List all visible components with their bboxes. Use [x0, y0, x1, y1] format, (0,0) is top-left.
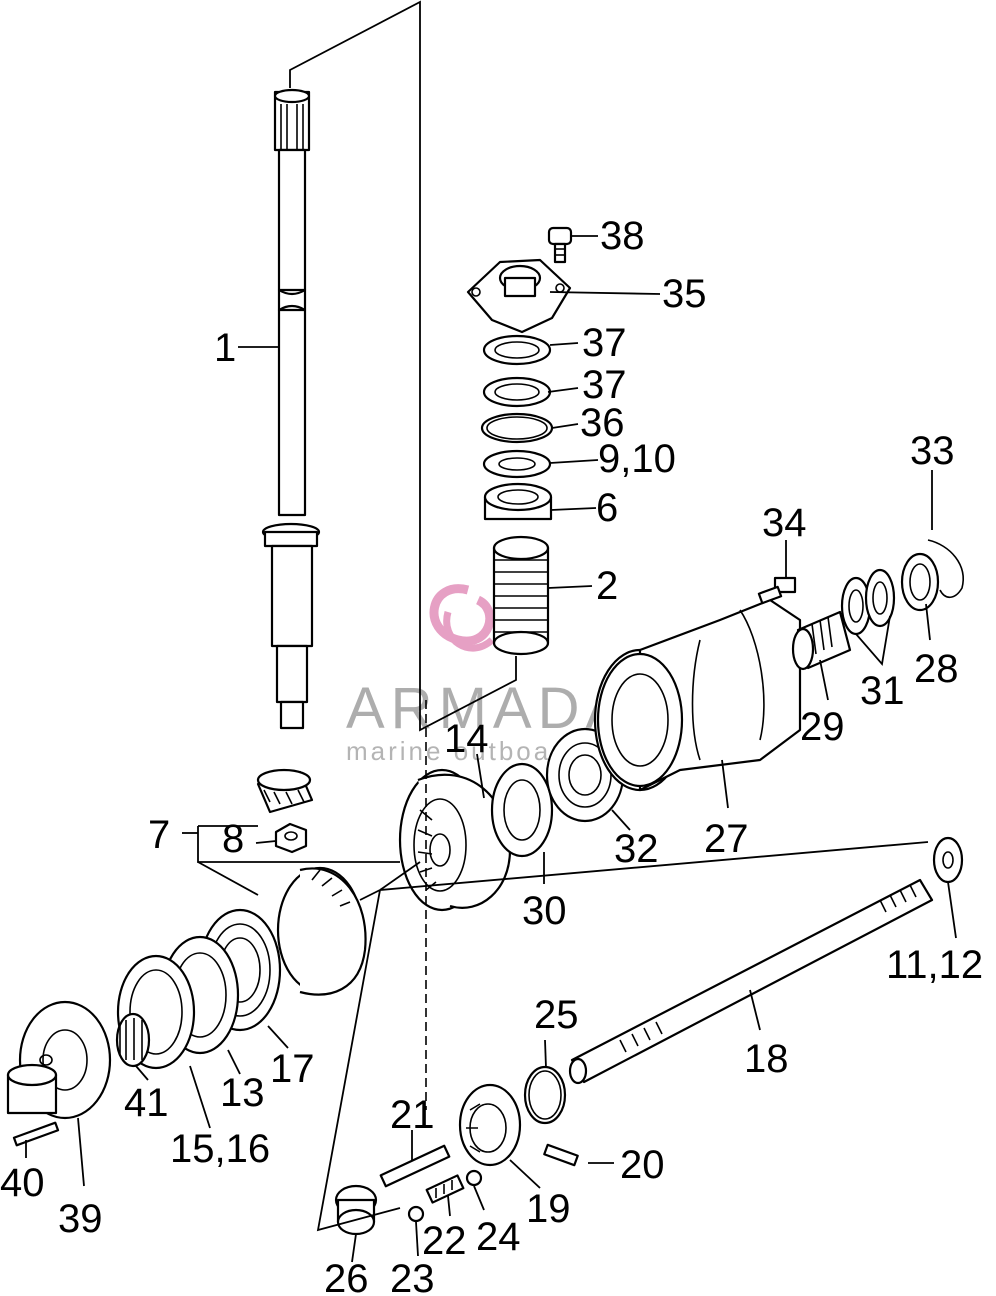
label-2: 2: [596, 564, 618, 608]
washer-11-12-part: [932, 836, 964, 884]
clip-26-part: [334, 1184, 378, 1236]
propeller-housing-27-part: [593, 598, 802, 792]
ball-24-part: [465, 1169, 483, 1187]
label-40: 40: [0, 1161, 45, 1205]
label-24: 24: [476, 1215, 521, 1259]
label-39: 39: [58, 1197, 103, 1241]
reverse-gear-assembly-part: [276, 866, 367, 996]
label-35: 35: [662, 272, 707, 316]
pin-20-part: [543, 1143, 579, 1167]
label-25: 25: [534, 993, 579, 1037]
pinion-gear-7-part: [256, 768, 314, 814]
watermark: ARMADA marine outboards: [346, 584, 624, 766]
ring-37-lower-part: [482, 376, 552, 408]
bearing-housing-39-part: [6, 1000, 112, 1120]
label-8: 8: [222, 817, 244, 861]
label-33: 33: [910, 429, 955, 473]
washer-30-part: [490, 762, 554, 858]
label-41: 41: [124, 1081, 169, 1125]
label-29: 29: [800, 705, 845, 749]
leader-lines: [25, 235, 957, 1263]
label-28: 28: [914, 647, 959, 691]
label-30: 30: [522, 889, 567, 933]
label-36: 36: [580, 401, 625, 445]
label-11-12: 11,12: [886, 943, 983, 987]
label-38: 38: [600, 214, 645, 258]
spring-25-part: [523, 1065, 567, 1125]
bearing-6-part: [483, 482, 553, 521]
label-23: 23: [390, 1257, 435, 1296]
forward-gear-14-part: [398, 768, 512, 912]
seals-31-part: [840, 568, 896, 636]
nut-8-part: [274, 822, 308, 854]
label-18: 18: [744, 1037, 789, 1081]
bearing-housing-35-part: [466, 258, 572, 334]
bolt-34-part: [757, 576, 797, 605]
label-9-10: 9,10: [598, 437, 676, 481]
label-31: 31: [860, 669, 905, 713]
watermark-logo-icon: [429, 584, 495, 652]
pin-40-part: [12, 1121, 60, 1147]
label-14: 14: [444, 717, 489, 761]
label-37-lower: 37: [582, 363, 627, 407]
label-32: 32: [614, 827, 659, 871]
label-17: 17: [270, 1047, 315, 1091]
label-15-16: 15,16: [170, 1127, 270, 1171]
bushing-29-part: [791, 610, 852, 671]
label-6: 6: [596, 486, 618, 530]
washer-9-10-part: [482, 449, 552, 479]
spring-22-part: [425, 1174, 465, 1204]
label-37-upper: 37: [582, 321, 627, 365]
label-34: 34: [762, 501, 807, 545]
label-27: 27: [704, 817, 749, 861]
spring-sleeve-2-part: [492, 535, 550, 656]
label-19: 19: [526, 1187, 571, 1231]
bolt-38-part: [547, 226, 573, 264]
clutch-19-part: [458, 1083, 522, 1167]
ring-37-upper-part: [482, 334, 552, 366]
shim-36-part: [480, 412, 554, 444]
drive-shaft-part: [261, 88, 321, 730]
label-20: 20: [620, 1143, 665, 1187]
ring-28-part: [900, 552, 940, 612]
label-1: 1: [214, 326, 236, 370]
label-13: 13: [220, 1071, 265, 1115]
propeller-shaft-18-part: [568, 878, 934, 1085]
ball-23-part: [407, 1205, 425, 1223]
assembly-lines: [197, 0, 929, 1232]
bearing-41-part: [115, 1012, 151, 1068]
push-rod-21-part: [379, 1144, 451, 1188]
clip-33-part: [927, 539, 964, 599]
label-7: 7: [148, 813, 170, 857]
label-21: 21: [390, 1093, 435, 1137]
label-26: 26: [324, 1257, 369, 1296]
part-number-labels: 1 38 35 37 37 36 9,10 6 2 7 8 14 30 32 2…: [0, 214, 983, 1296]
label-22: 22: [422, 1219, 467, 1263]
